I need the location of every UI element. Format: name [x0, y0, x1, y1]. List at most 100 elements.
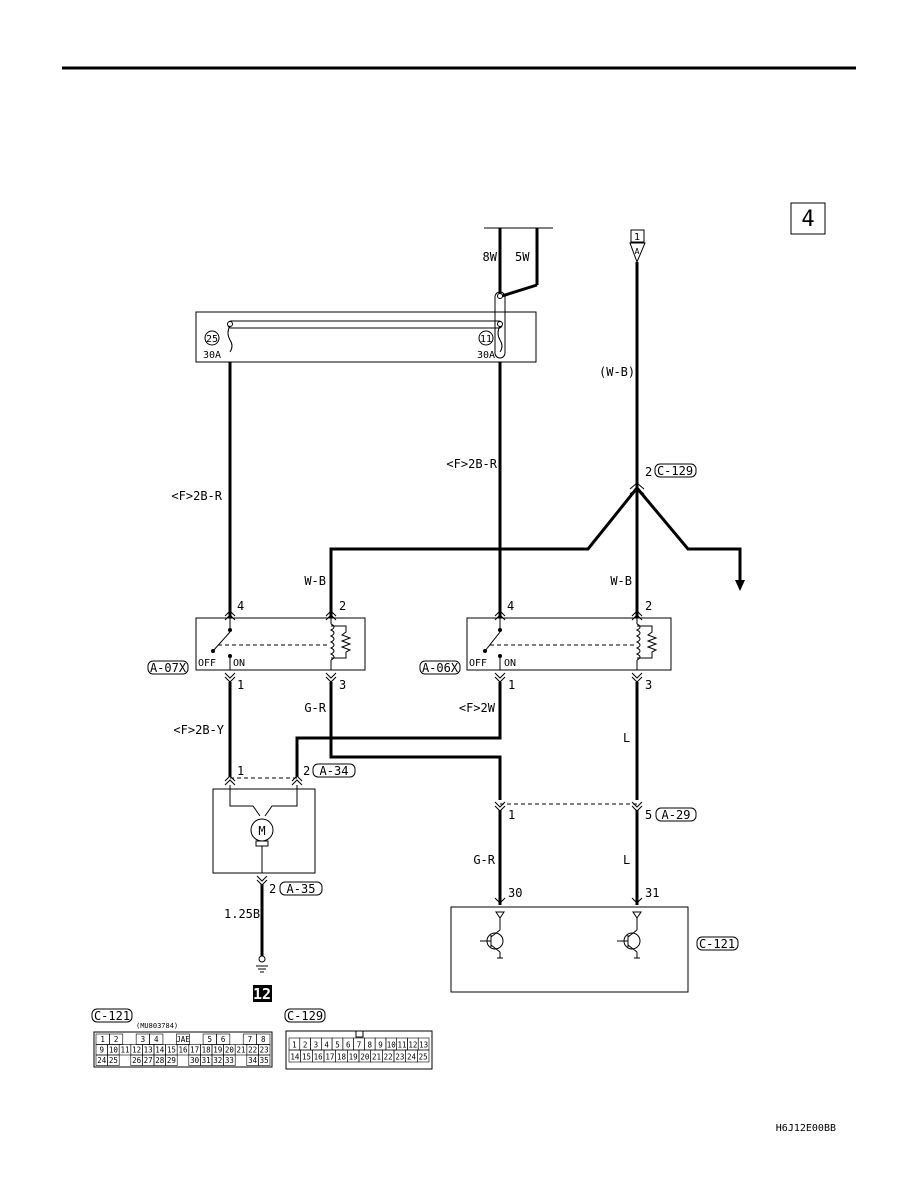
c129-pin-label: 18: [337, 1053, 347, 1062]
a29-pin-1: 1: [508, 808, 515, 822]
wire-label-w-b-paren: (W-B): [599, 365, 635, 379]
wire-label-f2by: <F>2B-Y: [173, 723, 224, 737]
relay-a07x-tag: [147, 660, 189, 675]
wire-label-l-upper: L: [623, 731, 630, 745]
motor-ground-pin: 2: [269, 882, 276, 896]
c121-pin-label: 20: [225, 1046, 235, 1055]
a35-label: A-35: [287, 882, 316, 896]
c129-pin-label: 5: [335, 1041, 340, 1050]
c129-pin-label: 1: [292, 1041, 297, 1050]
c129-pin-label: 15: [302, 1053, 311, 1062]
c121-pin-label: 32: [213, 1056, 222, 1065]
c121-pin-label: 26: [132, 1056, 142, 1065]
c121-pin-label: 2: [114, 1035, 119, 1044]
wire-label-wb-a07: W-B: [304, 574, 326, 588]
connector-ref-number: 1: [634, 232, 640, 243]
c121-pin-label: 25: [109, 1056, 118, 1065]
relay-a06x-on: ON: [504, 658, 516, 669]
relay-a07x-off: OFF: [198, 658, 216, 669]
c121-tag: [696, 936, 739, 951]
c121-pin-label: 35: [260, 1056, 269, 1065]
c129-pin-label: 21: [372, 1053, 381, 1062]
c129-face-tag: [284, 1008, 326, 1023]
fuse-11-rating: 30A: [477, 350, 495, 361]
c121-pin-label: 5: [208, 1035, 213, 1044]
fuse-11-number: 11: [480, 334, 492, 345]
relay-a06x-label: A-06X: [422, 661, 459, 675]
a34-tag: [312, 763, 356, 778]
c129-pin-label: 23: [395, 1053, 404, 1062]
relay-a07x-pin-3: 3: [339, 678, 346, 692]
c129-pin-label: 22: [384, 1053, 393, 1062]
page-number-box: [790, 202, 826, 235]
wire-label-f2w: <F>2W: [459, 701, 496, 715]
relay-a07x-label: A-07X: [150, 661, 187, 675]
c129-pin-label: 24: [407, 1053, 417, 1062]
c121-pin-label: 29: [167, 1056, 176, 1065]
fuse-splice: [494, 291, 506, 359]
ecu-c121: [450, 906, 689, 993]
fuse-25-rating: 30A: [203, 350, 221, 361]
fuse-11-number-circle: [478, 330, 494, 346]
c129-pin-label: 17: [325, 1053, 334, 1062]
c129-face-label: C-129: [287, 1009, 323, 1023]
ground-number: 12: [253, 985, 271, 1003]
c129-pin-label: 6: [346, 1041, 351, 1050]
wire-label-f2br-right: <F>2B-R: [446, 457, 497, 471]
wire-label-f2br-left: <F>2B-R: [171, 489, 222, 503]
connector-ref-box: [630, 229, 645, 243]
c121-pin-label: 33: [225, 1056, 234, 1065]
ecu-pin-31: 31: [645, 886, 659, 900]
relay-a07x-on: ON: [233, 658, 245, 669]
c129-pin-label: 9: [378, 1041, 383, 1050]
c121-pin-label: 15: [167, 1046, 176, 1055]
wire-w-b-branch: [635, 487, 742, 582]
c121-pin-label: 34: [248, 1056, 258, 1065]
relay-a07x-pin-2: 2: [339, 599, 346, 613]
c129-pin-label: 20: [360, 1053, 370, 1062]
wire-label-gr-a07: G-R: [304, 701, 326, 715]
c121-pin-label: 11: [120, 1046, 129, 1055]
c121-pin-label: 18: [202, 1046, 212, 1055]
c121-pin-label: 28: [155, 1056, 165, 1065]
wire-w-b-to-a07: [329, 487, 639, 618]
c121-pin-label: JAE: [176, 1035, 190, 1044]
wire-label-5w: 5W: [515, 250, 530, 264]
c121-pin-label: 22: [248, 1046, 257, 1055]
relay-a06x-pin-2: 2: [645, 599, 652, 613]
c129-pin-label: 16: [314, 1053, 324, 1062]
c121-pin-label: 16: [178, 1046, 188, 1055]
c121-pin-label: 23: [260, 1046, 269, 1055]
c129-pin-label: 11: [398, 1041, 407, 1050]
fuse-25-number-circle: [204, 330, 220, 346]
c121-pin-label: 19: [213, 1046, 222, 1055]
relay-a06x-off: OFF: [469, 658, 487, 669]
wire-gr-to-a29: [329, 682, 502, 800]
connector-ref-arrow: [629, 242, 646, 264]
branch-arrow: [735, 580, 745, 591]
c121-face-label: C-121: [94, 1009, 130, 1023]
ground-point: [258, 955, 266, 963]
a29-tag: [655, 807, 697, 822]
page-number: 4: [801, 207, 814, 232]
c129-pin-label: 8: [368, 1041, 373, 1050]
wire-label-l-lower: L: [623, 853, 630, 867]
a29-pin-5: 5: [645, 808, 652, 822]
wire-label-wb-a06: W-B: [610, 574, 632, 588]
connector-ref-letter: A: [635, 247, 640, 256]
c129-pin-label: 12: [408, 1041, 417, 1050]
motor-assembly: 1 2 M 2: [212, 764, 316, 896]
c121-cell: [223, 1054, 236, 1066]
fuse-25-number: 25: [206, 334, 218, 345]
c129-pin-label: 3: [314, 1041, 319, 1050]
c121-pin-label: 24: [97, 1056, 107, 1065]
c129-pin-label: 4: [324, 1041, 329, 1050]
c129-pin-label: 2: [303, 1041, 308, 1050]
c121-pin-label: 12: [132, 1046, 141, 1055]
c121-pin-label: 17: [190, 1046, 199, 1055]
a35-tag: [279, 881, 323, 896]
relay-a07x-pin-1: 1: [237, 678, 244, 692]
wire-f2w-to-motor: [295, 682, 502, 777]
